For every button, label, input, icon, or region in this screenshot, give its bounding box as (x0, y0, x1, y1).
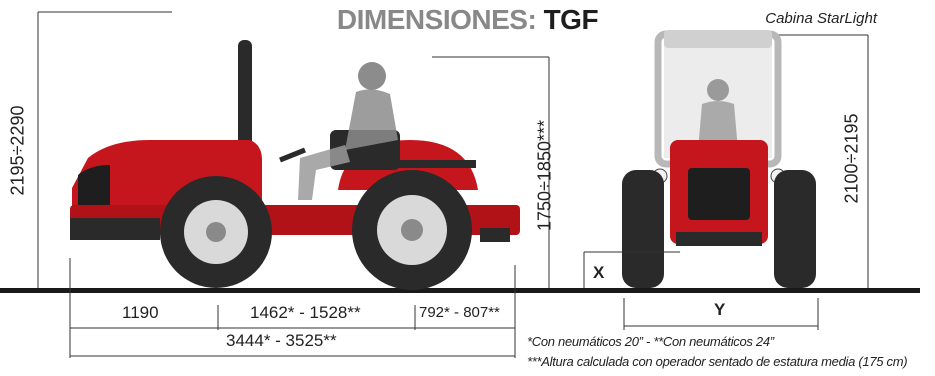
cabin-label: Cabina StarLight (765, 10, 877, 27)
front-overhang-label: 1190 (122, 303, 159, 322)
rear-overhang-label: 792* - 807** (419, 304, 500, 321)
side-height-label: 2195÷2290 (7, 105, 28, 196)
clearance-label: X (593, 263, 605, 282)
tractor-side-view (70, 40, 520, 290)
wheelbase-label: 1462* - 1528** (250, 303, 361, 322)
height-note: ***Altura calculada con operador sentado… (527, 354, 908, 369)
tractor-front-view (622, 30, 816, 288)
page-title: DIMENSIONES: TGF (0, 4, 935, 36)
total-length-label: 3444* - 3525** (226, 331, 337, 350)
width-label: Y (714, 300, 726, 319)
operator-height-label: 1750÷1850*** (534, 120, 555, 231)
title-part1: DIMENSIONES: (336, 4, 537, 35)
tire-note: *Con neumáticos 20” - **Con neumáticos 2… (527, 334, 774, 349)
title-part2: TGF (543, 4, 599, 35)
ground-line (0, 288, 920, 293)
front-height-label: 2100÷2195 (841, 113, 862, 204)
